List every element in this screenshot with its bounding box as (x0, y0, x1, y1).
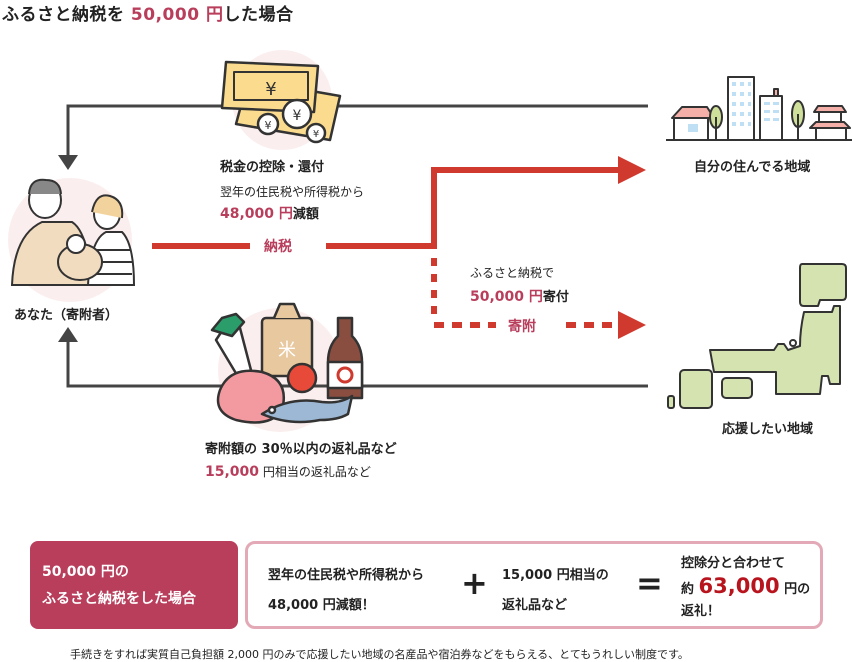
tax-arrow-icon (618, 156, 646, 184)
summary-total: 控除分と合わせて 約 63,000 円の 返礼！ (681, 553, 810, 623)
summary-deduction: 翌年の住民税や所得税から 48,000 円減額！ (268, 561, 424, 621)
flow-diagram: ¥ ¥ ¥ ¥ 米 (8, 50, 852, 432)
arrow-up-icon (58, 327, 78, 342)
donor-label: あなた（寄附者） (14, 308, 119, 323)
tax-line-right (326, 167, 622, 249)
arrow-down-icon (58, 155, 78, 170)
summary-gift: 15,000 円相当の 返礼品など (502, 561, 609, 621)
svg-text:米: 米 (278, 340, 296, 361)
plus-icon: + (461, 564, 488, 602)
cityscape-icon (666, 76, 852, 141)
svg-text:¥: ¥ (313, 129, 319, 140)
svg-text:¥: ¥ (265, 79, 276, 100)
summary-deduction-line1: 翌年の住民税や所得税から (268, 568, 425, 583)
local-products-icon: 米 (210, 302, 364, 424)
deduction-caption: 翌年の住民税や所得税から (220, 185, 365, 199)
page-title: ふるさと納税を 50,000 円した場合 (2, 5, 294, 25)
donation-flow-label: 寄附 (500, 316, 544, 336)
svg-text:¥: ¥ (265, 119, 272, 132)
deduction-heading: 税金の控除・還付 (220, 160, 325, 175)
summary-total-line1: 控除分と合わせて (681, 556, 786, 571)
donation-caption: ふるさと納税で (470, 266, 555, 280)
summary-condition-line1: 50,000 円の (42, 564, 129, 580)
summary-result-box (245, 541, 823, 629)
summary-gift-line2: 返礼品など (502, 598, 568, 613)
summary-condition-box: 50,000 円の ふるさと納税をした場合 (30, 541, 238, 629)
family-icon (10, 178, 136, 286)
tax-flow-label: 納税 (256, 236, 300, 256)
summary-total-line2: 約 63,000 円の (681, 574, 811, 598)
summary-total-amount: 63,000 (698, 574, 780, 598)
svg-text:¥: ¥ (293, 108, 302, 124)
deduction-return-line (66, 104, 648, 158)
support-region-label: 応援したい地域 (722, 422, 814, 437)
equals-icon: = (636, 564, 663, 602)
gift-amount: 15,000 円相当の返礼品など (205, 464, 371, 480)
donation-arrow-icon (618, 311, 646, 339)
summary-condition-line2: ふるさと納税をした場合 (42, 591, 196, 607)
summary-deduction-line2: 48,000 円減額！ (268, 598, 375, 613)
summary-gift-line1: 15,000 円相当の (502, 568, 609, 583)
summary-total-line3: 返礼！ (681, 604, 721, 619)
money-icon: ¥ ¥ ¥ ¥ (220, 60, 342, 144)
deduction-amount: 48,000 円減額 (220, 206, 319, 222)
gift-return-line (66, 338, 648, 388)
donation-amount: 50,000 円寄付 (470, 289, 569, 305)
japan-map-icon (667, 263, 847, 409)
footer-note: 手続きをすれば実質自己負担額 2,000 円のみで応援したい地域の名産品や宿泊券… (70, 648, 689, 661)
gift-heading: 寄附額の 30％以内の返礼品など (205, 442, 397, 457)
home-region-label: 自分の住んでる地域 (694, 160, 811, 175)
